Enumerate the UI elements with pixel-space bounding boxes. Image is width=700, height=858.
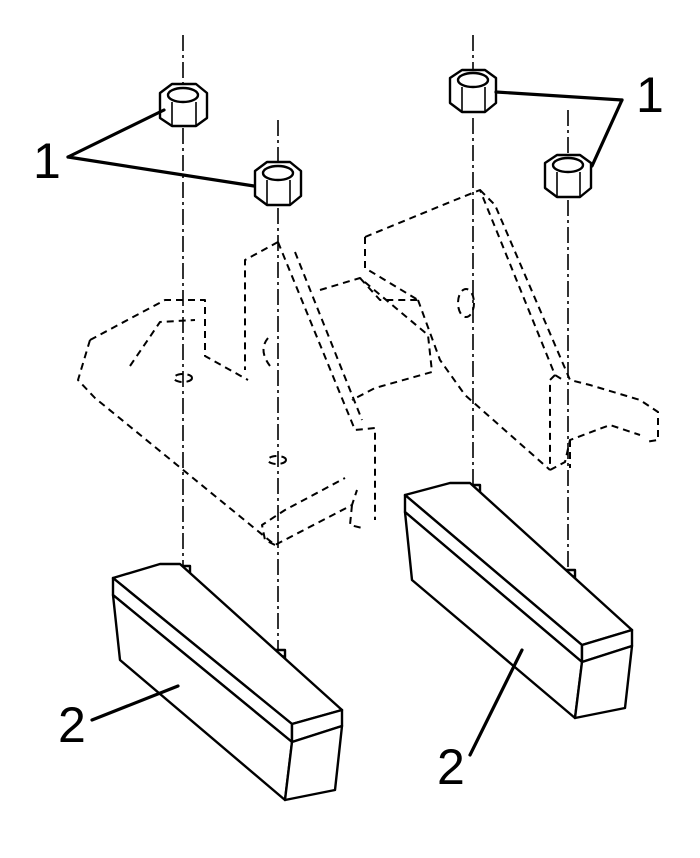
rubber-mount-block-left <box>111 562 344 802</box>
callout-2-left: 2 <box>58 697 86 753</box>
hex-nut-left-lower <box>253 160 303 207</box>
callout-1-left: 1 <box>33 133 61 189</box>
rubber-mount-block-right <box>403 481 634 720</box>
hex-nut-left-upper <box>158 82 209 128</box>
mounting-bracket-phantom <box>77 189 659 546</box>
leader-lines <box>66 90 624 757</box>
callout-1-right: 1 <box>636 67 664 123</box>
hex-nut-right-lower <box>543 153 593 199</box>
callout-2-right: 2 <box>437 739 465 795</box>
hex-nut-right-upper <box>448 68 498 114</box>
